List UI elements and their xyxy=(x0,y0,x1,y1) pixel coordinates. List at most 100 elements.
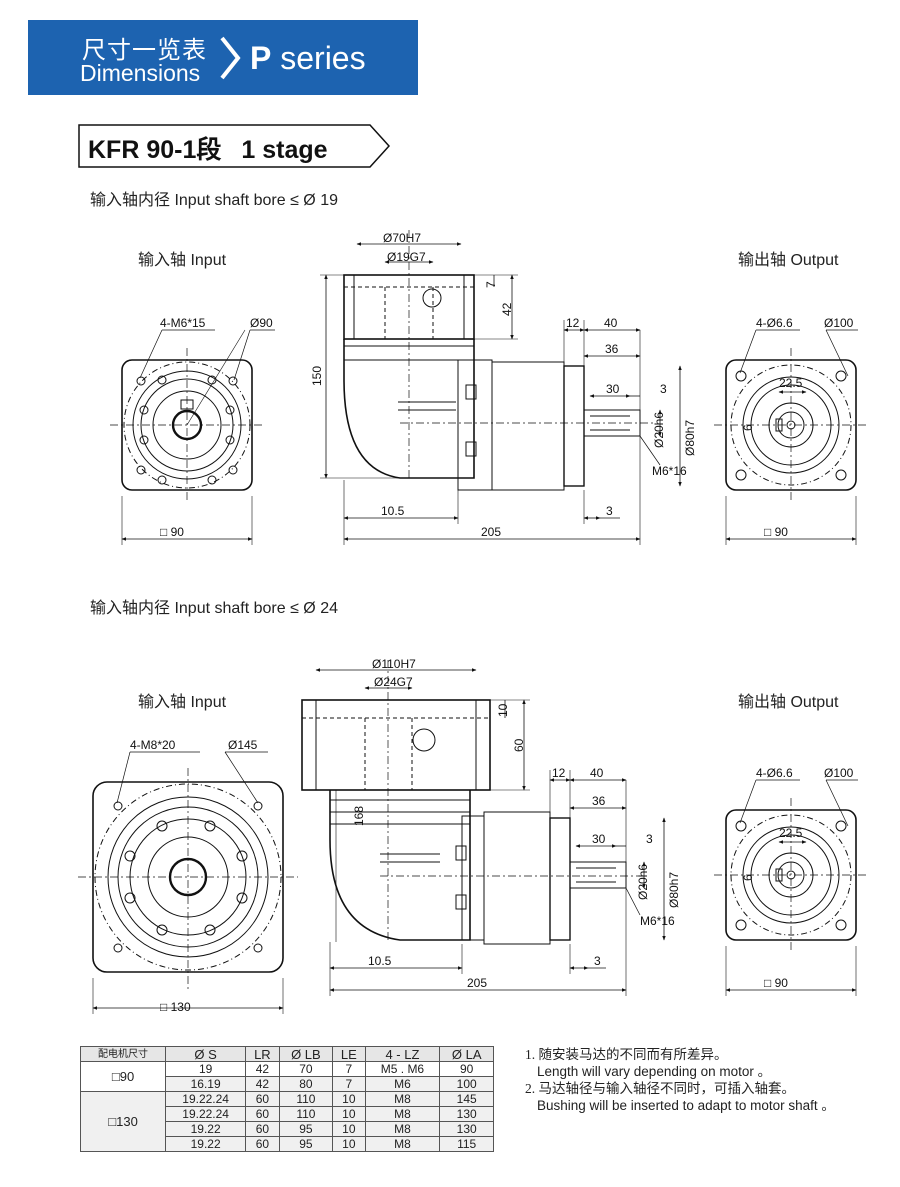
s1-m6-label: M6*16 xyxy=(652,464,687,478)
cell: 7 xyxy=(332,1061,366,1077)
cell: 90 xyxy=(439,1061,494,1077)
cell: 70 xyxy=(278,1061,334,1077)
cell: 10 xyxy=(332,1106,366,1122)
s2-d36-label: 36 xyxy=(592,794,606,808)
cell: 110 xyxy=(278,1091,334,1107)
spec-table: 配电机尺寸 Ø S LR Ø LB LE 4 - LZ Ø LA □90 19 … xyxy=(79,1046,494,1152)
s2-out-key-label: 22.5 xyxy=(779,826,803,840)
col-s: Ø S xyxy=(165,1046,247,1062)
note-1-cn: 1. 随安装马达的不同而有所差异。 xyxy=(525,1047,728,1062)
cell: 42 xyxy=(245,1061,280,1077)
model-name: KFR 90-1段 xyxy=(88,136,222,164)
header-title-cn: 尺寸一览表 xyxy=(82,37,207,64)
s2-d40-label: 40 xyxy=(590,766,604,780)
s2-d3-label: 3 xyxy=(646,832,653,846)
s2-out-w-label: 6 xyxy=(741,874,755,881)
cell: 100 xyxy=(439,1076,494,1092)
s2-d10-label: 10 xyxy=(496,703,510,717)
table-row: 19.22 60 95 10 M8 130 xyxy=(81,1121,494,1137)
cell: 10 xyxy=(332,1136,366,1152)
spec-table-header: 配电机尺寸 Ø S LR Ø LB LE 4 - LZ Ø LA xyxy=(79,1046,494,1062)
cell: 16.19 xyxy=(165,1076,247,1092)
section2-input-flange-view xyxy=(78,751,298,1014)
cell: 19.22.24 xyxy=(165,1091,247,1107)
section2-output-flange-view xyxy=(714,779,868,996)
col-le: LE xyxy=(332,1046,366,1062)
s2-out-square-label: □ 90 xyxy=(764,976,788,990)
s2-bolt-label: 4-M8*20 xyxy=(130,738,176,752)
s2-out-bolt-label: 4-Ø6.6 xyxy=(756,766,793,780)
cell: 10 xyxy=(332,1091,366,1107)
cell: 19.22.24 xyxy=(165,1106,247,1122)
motor-cell: □90 xyxy=(79,1061,167,1092)
cell: 60 xyxy=(245,1121,280,1137)
cell: 95 xyxy=(278,1136,334,1152)
s2-square-label: □ 130 xyxy=(160,1000,191,1014)
cell: M8 xyxy=(364,1136,441,1152)
section2-caption: 输入轴内径 Input shaft bore ≤ Ø 24 xyxy=(90,600,338,617)
s2-bore-h-label: Ø110H7 xyxy=(372,657,416,671)
model-stage: 1 stage xyxy=(241,136,328,164)
s2-d20-label: Ø20h6 xyxy=(636,863,650,900)
header-banner: 尺寸一览表 Dimensions P series xyxy=(28,20,418,95)
section1-caption: 输入轴内径 Input shaft bore ≤ Ø 19 xyxy=(90,192,338,209)
cell: 19.22 xyxy=(165,1136,247,1152)
section1-input-label: 输入轴 Input xyxy=(138,252,227,269)
note-2-en: Bushing will be inserted to adapt to mot… xyxy=(537,1098,835,1113)
s1-d42-label: 42 xyxy=(500,302,514,316)
col-lr: LR xyxy=(245,1046,280,1062)
s1-d10-5-label: 10.5 xyxy=(381,504,405,518)
model-label-frame xyxy=(78,124,390,168)
notes: 1. 随安装马达的不同而有所差异。 Length will vary depen… xyxy=(525,1046,835,1114)
model-label: KFR 90-1段 1 stage xyxy=(78,124,390,168)
col-lb: Ø LB xyxy=(278,1046,334,1062)
cell: M6 xyxy=(364,1076,441,1092)
cell: 80 xyxy=(278,1076,334,1092)
s2-d80-label: Ø80h7 xyxy=(667,871,681,908)
s1-out-square-label: □ 90 xyxy=(764,525,788,539)
s1-square-label: □ 90 xyxy=(160,525,184,539)
col-la: Ø LA xyxy=(439,1046,494,1062)
s1-bolt-label: 4-M6*15 xyxy=(160,316,206,330)
s1-d80-label: Ø80h7 xyxy=(683,419,697,456)
s1-d12-label: 12 xyxy=(566,316,580,330)
s2-d60-label: 60 xyxy=(512,738,526,752)
col-motor: 配电机尺寸 xyxy=(79,1046,167,1062)
s2-out-pcd-label: Ø100 xyxy=(824,766,854,780)
cell: 42 xyxy=(245,1076,280,1092)
s1-bore-g-label: Ø19G7 xyxy=(387,250,426,264)
note-1-en: Length will vary depending on motor 。 xyxy=(537,1064,772,1079)
table-row: □130 19.22.24 60 110 10 M8 145 xyxy=(79,1091,494,1152)
cell: 60 xyxy=(245,1091,280,1107)
s1-d150-label: 150 xyxy=(310,365,324,386)
cell: 115 xyxy=(439,1136,494,1152)
s2-d3b-label: 3 xyxy=(594,954,601,968)
s2-d30-label: 30 xyxy=(592,832,606,846)
section1-output-label: 输出轴 Output xyxy=(738,252,839,269)
s1-d3-label: 3 xyxy=(660,382,667,396)
s1-d205-label: 205 xyxy=(481,525,502,539)
s2-d168-label: 168 xyxy=(352,805,366,826)
s1-out-w-label: 6 xyxy=(741,424,755,431)
cell: 145 xyxy=(439,1091,494,1107)
cell: M8 xyxy=(364,1106,441,1122)
s2-d12-label: 12 xyxy=(552,766,566,780)
cell: 7 xyxy=(332,1076,366,1092)
cell: 19.22 xyxy=(165,1121,247,1137)
s1-out-key-label: 22.5 xyxy=(779,376,803,390)
cell: M8 xyxy=(364,1121,441,1137)
cell: 60 xyxy=(245,1106,280,1122)
section2-side-view xyxy=(301,660,666,996)
s2-d10-5-label: 10.5 xyxy=(368,954,392,968)
cell: 19 xyxy=(165,1061,247,1077)
table-row: □90 19 42 70 7 M5 . M6 90 xyxy=(79,1061,494,1092)
chevron-right-icon xyxy=(220,36,241,80)
s1-d30-label: 30 xyxy=(606,382,620,396)
s1-d40-label: 40 xyxy=(604,316,618,330)
motor-cell: □130 xyxy=(79,1091,167,1152)
s2-d205-label: 205 xyxy=(467,976,488,990)
s1-d20-label: Ø20h6 xyxy=(652,411,666,448)
s1-pcd-label: Ø90 xyxy=(250,316,273,330)
col-lz: 4 - LZ xyxy=(364,1046,441,1062)
